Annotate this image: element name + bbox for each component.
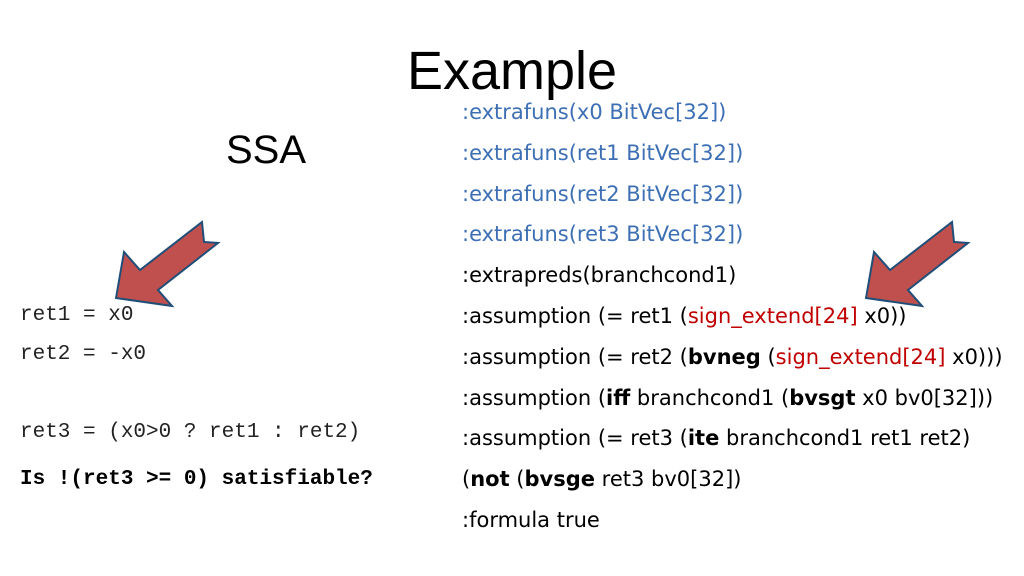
arrow-down-left-icon: [114, 220, 221, 308]
smt-line-10: (not (bvsge ret3 bv0[32]): [462, 459, 1003, 500]
smt-keyword-not: not: [470, 467, 510, 492]
smt-text: (: [760, 344, 776, 369]
smt-text: branchcond1 ret1 ret2): [719, 426, 971, 451]
smt-keyword-bvneg: bvneg: [687, 344, 761, 369]
smt-line-9: :assumption (= ret3 (ite branchcond1 ret…: [462, 418, 1003, 459]
smt-line-7: :assumption (= ret2 (bvneg (sign_extend[…: [462, 337, 1003, 378]
slide-title: Example: [406, 41, 618, 101]
smt-keyword-sign-extend: sign_extend[24]: [687, 303, 858, 328]
smt-keyword-sign-extend: sign_extend[24]: [775, 344, 946, 369]
smt-line-5: :extrapreds(branchcond1): [462, 263, 737, 288]
smt-line-11: :formula true: [462, 507, 600, 532]
smt-keyword-bvsgt: bvsgt: [789, 385, 856, 410]
code-line-3: ret3 = (x0>0 ? ret1 : ret2): [20, 421, 361, 444]
smt-text: :assumption (: [462, 385, 607, 410]
smt-text: x0 bv0[32])): [855, 385, 994, 410]
smt-text: x0))): [945, 344, 1003, 369]
smt-line-4: :extrafuns(ret3 BitVec[32]): [462, 222, 744, 247]
smt-line-8: :assumption (iff branchcond1 (bvsgt x0 b…: [462, 378, 1003, 419]
smt-text: :assumption (= ret1 (: [462, 303, 688, 328]
smt-text: (: [462, 467, 471, 492]
smt-line-6: :assumption (= ret1 (sign_extend[24] x0)…: [462, 296, 1003, 337]
smt-text: x0)): [857, 303, 907, 328]
slide-subtitle: SSA: [226, 128, 307, 172]
smt-text: :assumption (= ret2 (: [462, 344, 688, 369]
smt-keyword-ite: ite: [687, 426, 720, 451]
arrow-down-left-icon: [864, 220, 971, 308]
code-line-1: ret1 = x0: [20, 304, 134, 327]
smt-line-1: :extrafuns(x0 BitVec[32]): [462, 100, 727, 124]
smt-text: :assumption (= ret3 (: [462, 426, 688, 451]
smt-text: ret3 bv0[32]): [595, 467, 742, 492]
smt-keyword-iff: iff: [606, 385, 631, 410]
smt-text: (: [509, 467, 525, 492]
smt-line-3: :extrafuns(ret2 BitVec[32]): [462, 181, 744, 206]
smt-line-2: :extrafuns(ret1 BitVec[32]): [462, 140, 744, 165]
question-line: Is !(ret3 >= 0) satisfiable?: [20, 468, 373, 491]
code-line-2: ret2 = -x0: [20, 343, 147, 366]
smt-text: branchcond1 (: [630, 385, 790, 410]
smt-formula: :extrafuns(x0 BitVec[32]) :extrafuns(ret…: [462, 92, 1003, 541]
smt-keyword-bvsge: bvsge: [524, 467, 596, 492]
